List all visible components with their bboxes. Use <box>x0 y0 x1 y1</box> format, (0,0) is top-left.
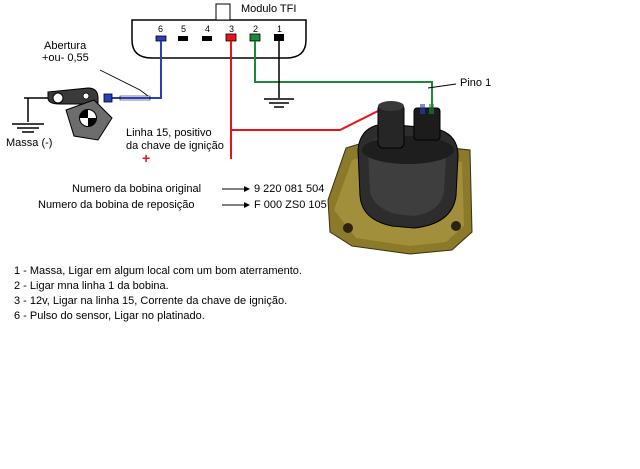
blue-wire-connector <box>103 93 113 103</box>
plus-sign: + <box>142 150 151 166</box>
original-part-label: Numero da bobina original <box>72 183 202 195</box>
pin-1-terminal <box>274 34 284 41</box>
original-part-value: 9 220 081 504 <box>254 183 325 195</box>
massa-label: Massa (-) <box>6 137 53 149</box>
pin-label-6: 6 <box>158 24 164 34</box>
red-wire-down <box>230 41 232 159</box>
red-wire-to-coil <box>232 103 393 131</box>
legend-item-2: 2 - Ligar mna linha 1 da bobina. <box>14 280 169 292</box>
module-title: Modulo TFI <box>241 3 297 15</box>
linha15-label-line1: Linha 15, positivo <box>126 127 212 139</box>
gap-pointer-line <box>99 69 149 97</box>
connector-tab <box>215 3 231 21</box>
ignition-coil-image <box>327 101 473 255</box>
pin-6-terminal <box>155 35 167 42</box>
replacement-part-label: Numero da bobina de reposição <box>38 199 195 211</box>
pin-label-5: 5 <box>181 24 187 34</box>
legend-item-1: 1 - Massa, Ligar em algum local com um b… <box>14 265 302 277</box>
pin-label-3: 3 <box>229 24 235 34</box>
tfi-module-connector <box>131 19 307 59</box>
pin-5-terminal <box>178 36 188 41</box>
linha15-label-line2: da chave de ignição <box>126 140 224 152</box>
legend-item-4: 6 - Pulso do sensor, Ligar no platinado. <box>14 310 205 322</box>
pin-label-2: 2 <box>253 24 259 34</box>
gap-label-line1: Abertura <box>44 40 87 52</box>
part-number-arrows <box>222 186 250 208</box>
pin-label-4: 4 <box>205 24 211 34</box>
legend-item-3: 3 - 12v, Ligar na linha 15, Corrente da … <box>14 295 288 307</box>
pino-1-label: Pino 1 <box>460 77 492 89</box>
green-wire <box>254 41 433 112</box>
gap-label-line2: +ou- 0,55 <box>42 52 89 64</box>
blue-wire <box>112 41 162 99</box>
pino-pointer-line <box>427 83 457 89</box>
contact-breaker-icon <box>24 87 113 141</box>
pin-label-1: 1 <box>277 24 283 34</box>
pin-4-terminal <box>202 36 212 41</box>
replacement-part-value: F 000 ZS0 105 <box>254 199 327 211</box>
